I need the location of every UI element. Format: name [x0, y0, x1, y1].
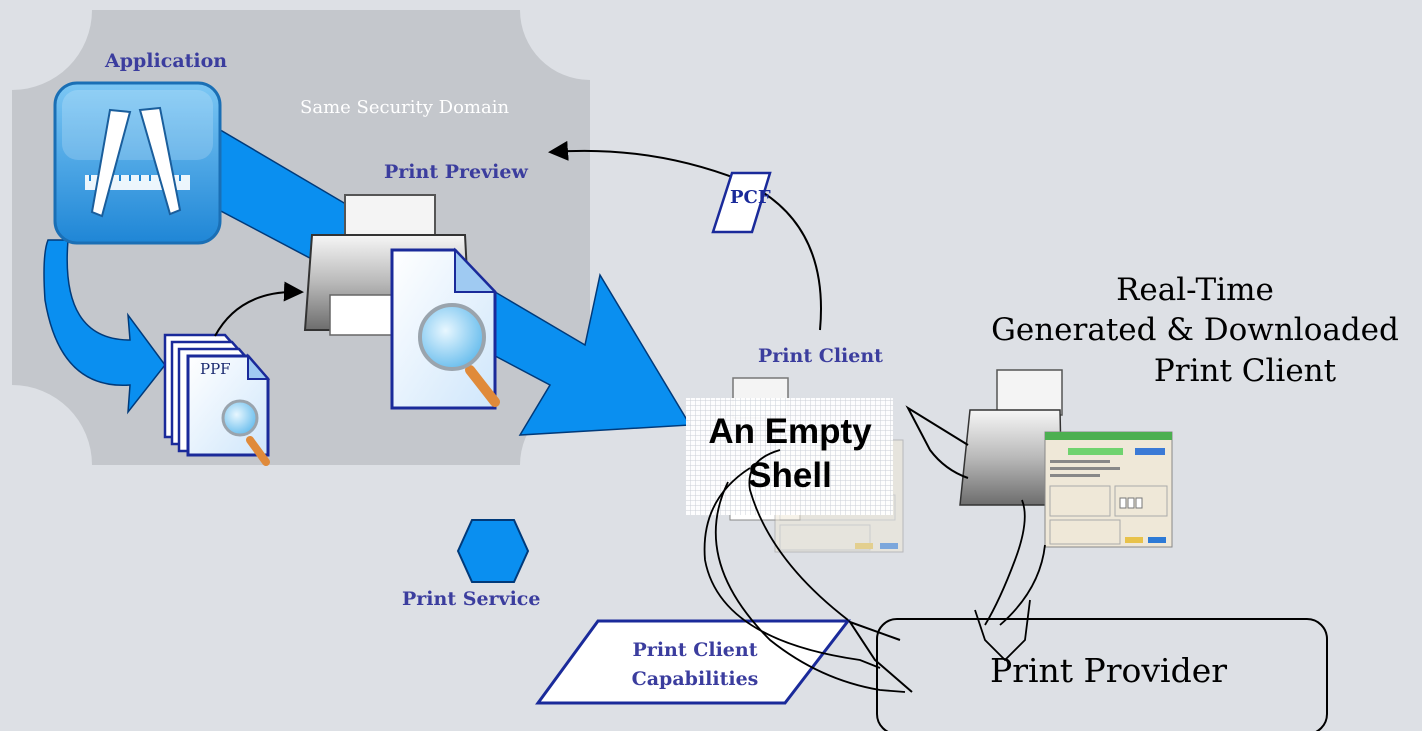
print-provider-box: [876, 618, 1328, 731]
realtime-client-label: Real-Time Generated & Downloaded Print C…: [990, 270, 1400, 391]
realtime-printer-icon: [959, 369, 1063, 506]
security-domain-label: Same Security Domain: [300, 97, 510, 118]
app-to-ppf-arrow: [43, 239, 166, 415]
ppf-document-stack-icon: [163, 333, 271, 466]
pcf-parallelogram: [711, 171, 772, 234]
capabilities-line1: Print Client: [632, 639, 758, 661]
print-preview-label: Print Preview: [384, 161, 528, 183]
realtime-line1: Real-Time: [1116, 272, 1274, 308]
capabilities-label: Print Client Capabilities: [615, 636, 775, 693]
client-provider-loop-2: [715, 481, 906, 693]
capabilities-line2: Capabilities: [631, 667, 759, 690]
ppf-label: PPF: [200, 360, 231, 378]
realtime-line2: Generated & Downloaded: [991, 312, 1399, 349]
preview-document-icon: [390, 247, 500, 410]
empty-shell-label: An Empty Shell: [690, 410, 890, 498]
empty-shell-line1: An Empty: [708, 412, 872, 451]
pcf-label: PCF: [730, 187, 771, 208]
print-dialog-screenshot: [1044, 431, 1173, 548]
realtime-to-shell-callout: [905, 405, 969, 479]
print-service-label: Print Service: [402, 588, 541, 610]
hexagon-icon: [456, 519, 530, 583]
application-label: Application: [105, 50, 228, 72]
app-store-icon: [53, 81, 222, 245]
client-provider-loop-1: [703, 467, 881, 669]
provider-callout-left: [847, 620, 913, 693]
pcf-return-arrow: [548, 140, 822, 331]
realtime-line3: Print Client: [1153, 352, 1337, 389]
print-client-label: Print Client: [758, 345, 883, 367]
provider-bracket: [974, 599, 1031, 662]
provider-to-realtime-loop: [984, 499, 1046, 626]
capabilities-to-shell-loop: [748, 449, 849, 621]
ppf-to-preview-arrow: [214, 281, 304, 337]
print-provider-label: Print Provider: [990, 651, 1228, 690]
empty-shell-line2: Shell: [748, 455, 832, 495]
